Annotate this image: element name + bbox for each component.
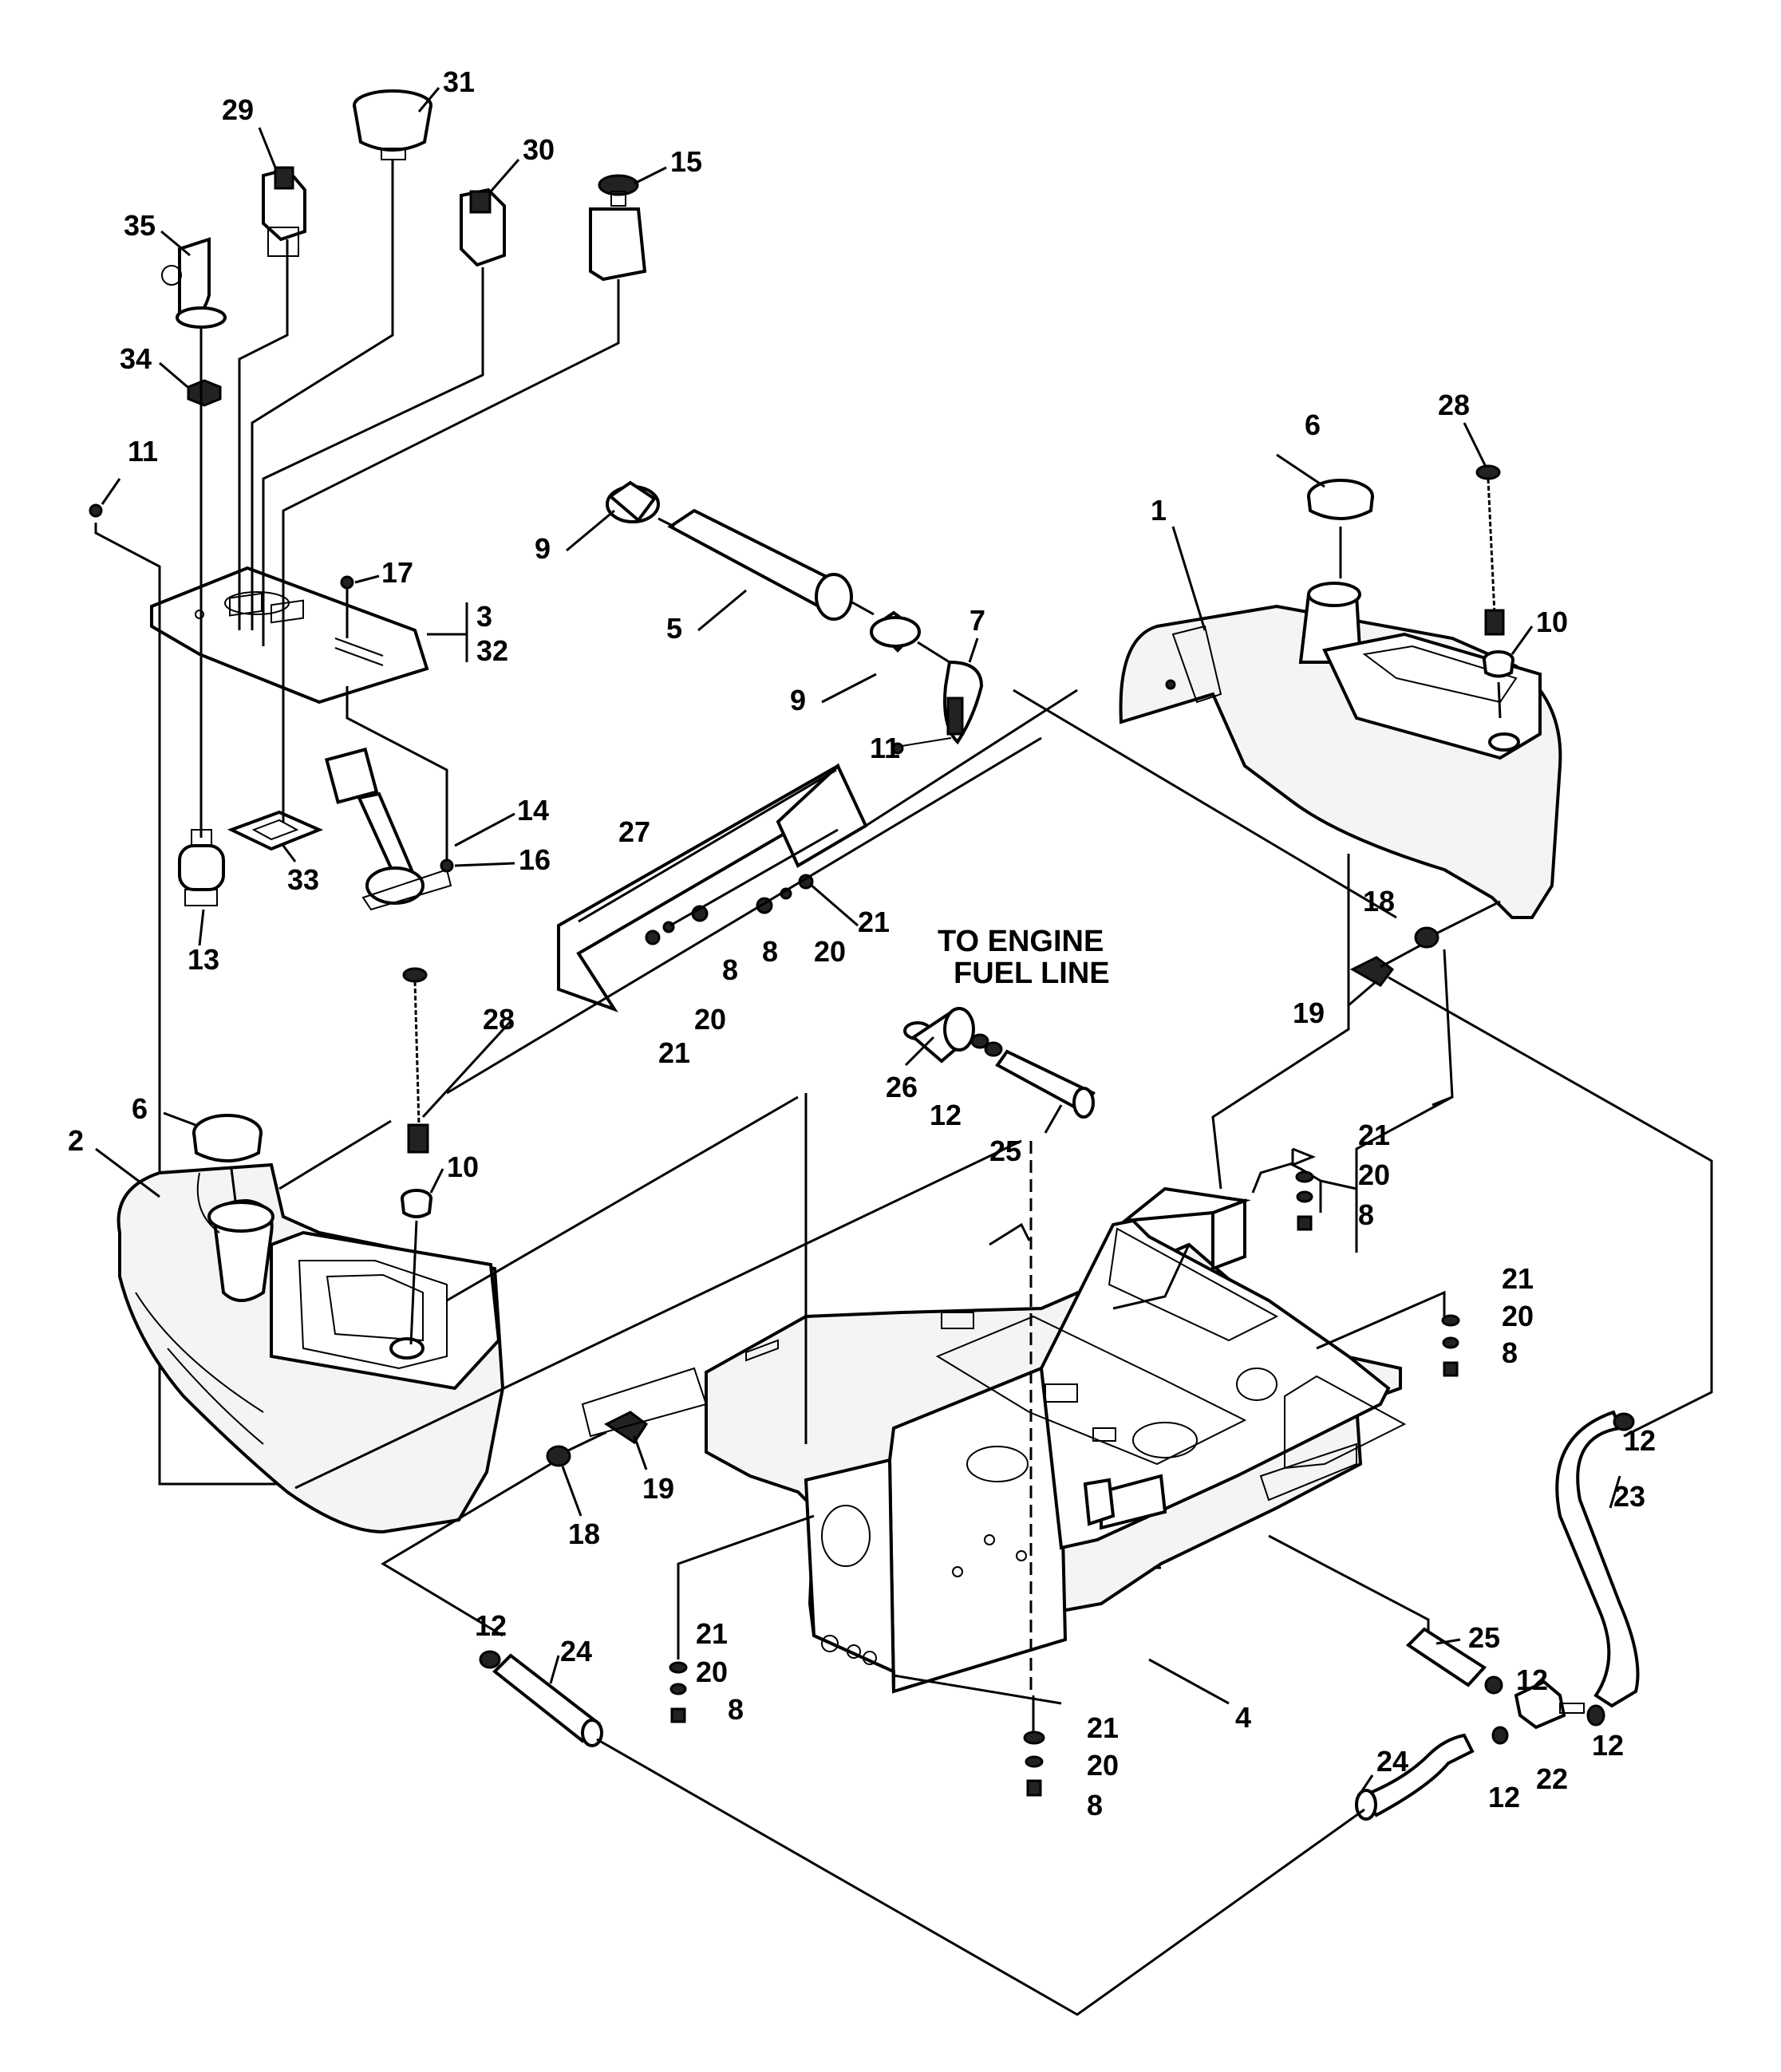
callout-12d: 12: [1516, 1664, 1548, 1696]
callout-27: 27: [618, 815, 650, 848]
callout-34: 34: [120, 342, 152, 375]
callout-11b: 11: [870, 732, 900, 764]
fuel-tank-left-2: [116, 967, 1022, 1534]
callout-7: 7: [969, 604, 985, 637]
callout-8d: 8: [1502, 1336, 1518, 1369]
callout-24b: 24: [1376, 1745, 1408, 1778]
note-fuel-line: FUEL LINE: [954, 957, 1110, 990]
callout-28b: 28: [483, 1003, 515, 1036]
fitting-group-left: [381, 1367, 708, 1637]
callout-23: 23: [1613, 1480, 1645, 1513]
nut-34: [187, 379, 222, 407]
callout-3: 3: [476, 600, 492, 633]
screw-11b: [891, 742, 904, 755]
push-button-15: [589, 174, 647, 282]
callout-8e: 8: [728, 1693, 744, 1726]
callout-30: 30: [523, 133, 555, 166]
nut-16: [440, 858, 454, 873]
callout-20d: 20: [1502, 1300, 1534, 1332]
callout-1: 1: [1151, 494, 1167, 527]
ignition-key-35: [161, 237, 227, 329]
fitting-group-right: [1349, 900, 1713, 1438]
callout-9b: 9: [790, 684, 806, 716]
callout-12e: 12: [1592, 1729, 1624, 1762]
callout-12b: 12: [1624, 1424, 1656, 1457]
mounting-bracket-27: [446, 689, 1078, 1095]
callout-25a: 25: [989, 1135, 1021, 1167]
callout-20a: 20: [814, 935, 846, 968]
callout-19b: 19: [642, 1472, 674, 1505]
callout-19a: 19: [1293, 997, 1325, 1029]
tee-fitting-22: [1514, 1679, 1566, 1730]
callout-2: 2: [68, 1124, 84, 1157]
callout-21e: 21: [696, 1617, 728, 1650]
hardware-stacks: [669, 1170, 1460, 1797]
callout-5: 5: [666, 612, 682, 645]
callout-10a: 10: [1536, 606, 1568, 638]
rocker-switch-29: [262, 166, 306, 257]
callout-15: 15: [670, 145, 702, 178]
bolt-11: [89, 503, 103, 518]
callout-13: 13: [188, 943, 219, 976]
callout-leaders: [95, 87, 1621, 1800]
callout-20c: 20: [1358, 1158, 1390, 1191]
callout-12c: 12: [475, 1609, 507, 1642]
callout-20e: 20: [696, 1656, 728, 1688]
callout-16: 16: [519, 843, 551, 876]
screw-17: [340, 575, 354, 590]
gasket-33: [227, 810, 324, 851]
callout-11: 11: [128, 435, 158, 468]
gauge-31: [353, 89, 432, 160]
callout-35: 35: [124, 209, 156, 242]
callout-9a: 9: [535, 532, 551, 565]
callout-12a: 12: [930, 1099, 962, 1131]
callout-31: 31: [443, 65, 475, 98]
callout-33: 33: [287, 863, 319, 896]
callout-12f: 12: [1488, 1781, 1520, 1813]
callout-25b: 25: [1468, 1621, 1500, 1654]
note-to-engine: TO ENGINE: [938, 925, 1104, 958]
callout-18b: 18: [568, 1517, 600, 1550]
callout-8a: 8: [762, 935, 778, 968]
callout-21f: 21: [1087, 1711, 1119, 1744]
callout-32: 32: [476, 634, 508, 667]
fuel-filter-26: [903, 1007, 1096, 1119]
callout-6a: 6: [1305, 408, 1321, 441]
callout-24a: 24: [560, 1635, 592, 1667]
callout-10b: 10: [447, 1150, 479, 1183]
rocker-switch-30: [460, 187, 506, 267]
ignition-switch-13: [178, 829, 225, 906]
callout-8b: 8: [722, 953, 738, 986]
callout-21d: 21: [1502, 1262, 1534, 1295]
callout-14: 14: [517, 794, 549, 827]
control-panel-group: [89, 89, 647, 1486]
hose-assembly: [479, 1410, 1640, 2016]
main-frame-4: [705, 1186, 1407, 1694]
callout-22: 22: [1536, 1762, 1568, 1795]
throttle-lever-14: [324, 747, 452, 911]
callout-4: 4: [1235, 1701, 1251, 1734]
fuel-tube-group: [606, 480, 984, 755]
callout-6b: 6: [132, 1092, 148, 1125]
callout-17: 17: [381, 556, 413, 589]
frame-leader-lines: [677, 854, 1454, 1731]
callout-20b: 20: [694, 1003, 726, 1036]
callout-8c: 8: [1358, 1198, 1374, 1231]
callout-20f: 20: [1087, 1749, 1119, 1782]
callout-26: 26: [886, 1071, 918, 1103]
callout-21b: 21: [658, 1036, 690, 1069]
callout-18a: 18: [1363, 885, 1395, 918]
callout-8f: 8: [1087, 1789, 1103, 1821]
callout-labels: 31 29 30 15 35 34 11 17 3 32 14 16 33 13…: [68, 65, 1656, 1821]
callout-29: 29: [222, 93, 254, 126]
callout-21a: 21: [858, 906, 890, 938]
callout-21c: 21: [1358, 1119, 1390, 1151]
callout-28a: 28: [1438, 389, 1470, 421]
fuel-tank-right-1: [1013, 464, 1562, 919]
